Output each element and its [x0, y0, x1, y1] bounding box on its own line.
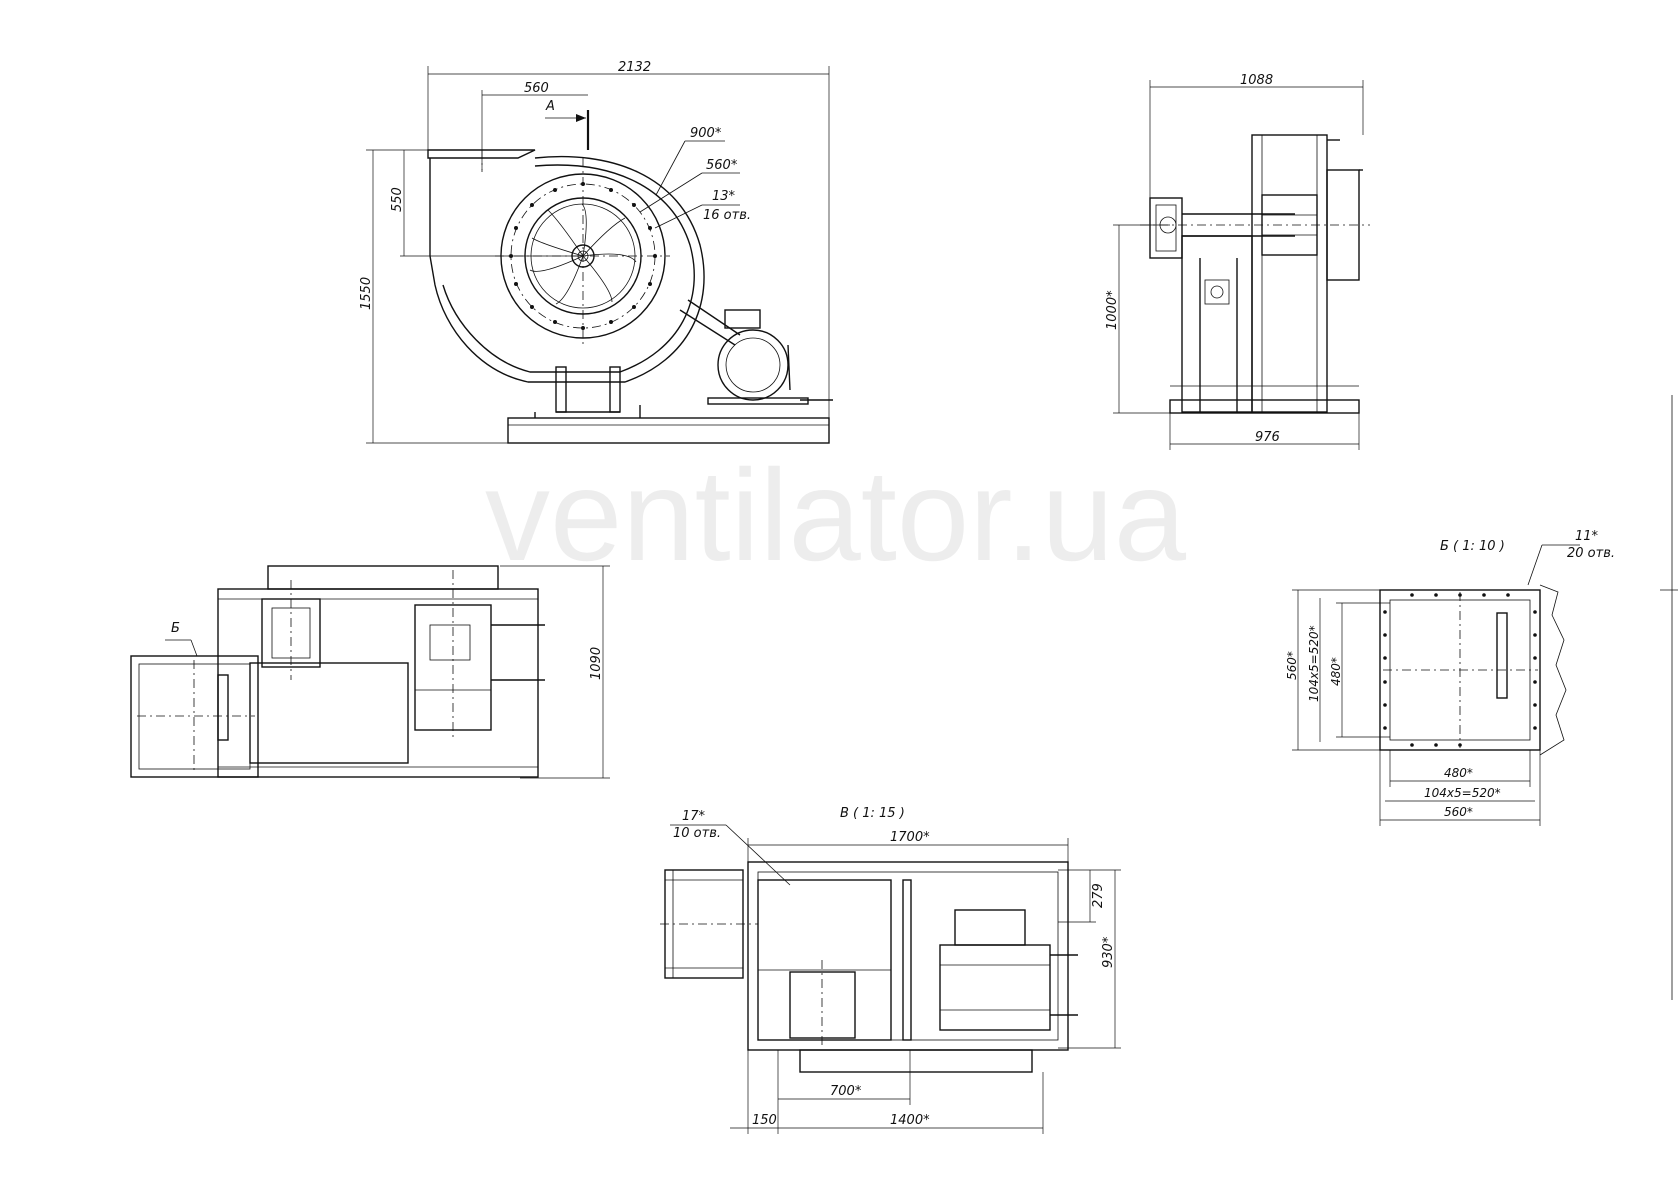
label-560: 560*	[706, 158, 738, 173]
view-v: В ( 1: 15 ) 17* 10 отв. 1700* 279 930*	[660, 806, 1121, 1134]
label-16-holes: 16 отв.	[703, 208, 751, 223]
side-view: 1088 1000* 976	[1105, 73, 1370, 450]
dim-1000: 1000*	[1105, 290, 1120, 330]
dim-1700: 1700*	[890, 830, 930, 845]
dim-2132: 2132	[618, 60, 651, 75]
detail-b-hole-count: 20 отв.	[1567, 546, 1615, 561]
dim-279: 279	[1091, 883, 1106, 908]
detail-b-bolt-holes	[1383, 593, 1537, 747]
detail-b: Б ( 1: 10 ) 11* 20 отв. 560* 104x5=520*	[1285, 529, 1615, 826]
label-13: 13*	[712, 189, 736, 204]
dim-700: 700*	[830, 1084, 862, 1099]
view-v-hole-dia: 17*	[682, 809, 706, 824]
dim-1088: 1088	[1240, 73, 1273, 88]
view-v-title: В ( 1: 15 )	[840, 806, 905, 821]
dim-560-top: 560	[524, 81, 549, 96]
detail-b-inner-v: 480*	[1329, 657, 1343, 686]
view-v-hole-count: 10 отв.	[673, 826, 721, 841]
impeller-blades	[529, 203, 637, 305]
watermark: ventilator.ua	[485, 442, 1187, 588]
detail-b-pitch-h: 104x5=520*	[1424, 786, 1501, 800]
dim-150: 150	[752, 1113, 777, 1128]
detail-b-pitch-v: 104x5=520*	[1307, 625, 1321, 702]
top-view: 1090 Б	[130, 565, 610, 779]
detail-b-outer-h: 560*	[1444, 805, 1473, 819]
detail-b-outer-v: 560*	[1285, 651, 1299, 680]
dim-930: 930*	[1101, 936, 1116, 968]
detail-b-hole-dia: 11*	[1575, 529, 1599, 544]
section-mark-a: A	[545, 99, 555, 114]
flange-bolt-holes	[509, 182, 657, 330]
dim-1090: 1090	[589, 647, 604, 680]
dim-1400: 1400*	[890, 1113, 930, 1128]
flange-mark-b: Б	[171, 621, 180, 636]
front-view: 2132 560 A 1550 550	[359, 60, 833, 444]
dim-1550: 1550	[359, 277, 374, 310]
label-900: 900*	[690, 126, 722, 141]
detail-b-title: Б ( 1: 10 )	[1440, 539, 1505, 554]
detail-b-inner-h: 480*	[1444, 766, 1473, 780]
dim-550: 550	[390, 187, 405, 212]
dim-976: 976	[1255, 430, 1280, 445]
